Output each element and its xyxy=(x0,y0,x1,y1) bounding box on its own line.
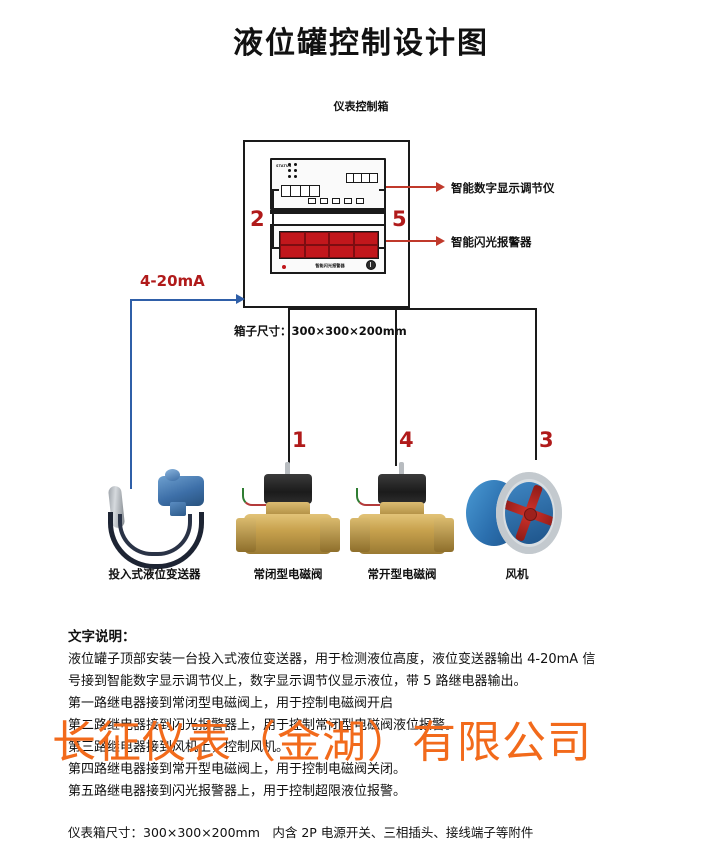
valve-coil-icon xyxy=(264,474,312,504)
device-number-1: 1 xyxy=(292,428,307,452)
valve-port-right-icon xyxy=(434,518,454,552)
alarm-window-cell xyxy=(353,245,378,258)
device-label-fan: 风机 xyxy=(505,567,529,581)
description-line: 第四路继电器接到常开型电磁阀上，用于控制电磁阀关闭。 xyxy=(68,762,407,777)
description-line: 第二路继电器接到闪光报警器上，用于控制常闭型电磁阀液位报警。 xyxy=(68,718,459,733)
digit-cell xyxy=(309,185,320,197)
valve-coil-icon xyxy=(378,474,426,504)
callout-arrow-1 xyxy=(436,182,445,192)
alarm-window-cell xyxy=(280,232,305,245)
valve-stem-icon xyxy=(399,462,404,476)
valve-lead-wire-icon xyxy=(242,488,270,506)
valve-lead-wire-icon xyxy=(356,488,384,506)
signal-arrow-icon xyxy=(236,294,245,304)
digit-cell xyxy=(369,173,378,183)
callout-label-flash-alarm: 智能闪光报警器 xyxy=(451,235,532,249)
bracket-right xyxy=(379,189,386,249)
digital-display-controller: STATUS xyxy=(270,158,386,214)
control-cabinet-caption: 仪表控制箱 xyxy=(333,100,389,113)
description-line: 号接到智能数字显示调节仪上，数字显示调节仪显示液位，带 5 路继电器输出。 xyxy=(68,674,527,689)
led-indicator xyxy=(294,163,297,166)
device-number-4: 4 xyxy=(399,428,414,452)
device-label-valve-no: 常开型电磁阀 xyxy=(367,567,437,581)
controller-button[interactable] xyxy=(356,198,364,204)
led-indicator xyxy=(288,169,291,172)
valve-port-left-icon xyxy=(236,518,256,552)
alarm-window-cell xyxy=(329,245,354,258)
alarm-window-cell xyxy=(304,245,329,258)
solenoid-valve-nc-icon xyxy=(236,462,340,562)
bracket-left xyxy=(272,189,279,249)
solenoid-valve-no-icon xyxy=(350,462,454,562)
alarm-window-cell xyxy=(353,232,378,245)
led-indicator xyxy=(288,163,291,166)
led-indicator-group xyxy=(288,163,299,180)
wire-to-fan-3 xyxy=(535,308,537,460)
alarm-window-cell xyxy=(329,232,354,245)
alarm-window-cell xyxy=(280,245,305,258)
controller-button[interactable] xyxy=(344,198,352,204)
signal-label-4-20ma: 4-20mA xyxy=(140,272,205,290)
lower-digit-display xyxy=(280,185,320,197)
alarm-brand-label: 智能闪光报警器 xyxy=(315,263,345,268)
alarm-window-grid xyxy=(279,231,379,259)
valve-stem-icon xyxy=(285,462,290,476)
wire-to-valve-1 xyxy=(288,308,290,466)
controller-button[interactable] xyxy=(332,198,340,204)
controller-button-row[interactable] xyxy=(308,198,364,204)
signal-line-vertical xyxy=(130,299,132,489)
controller-button[interactable] xyxy=(320,198,328,204)
valve-body-icon xyxy=(358,514,446,554)
description-footer: 仪表箱尺寸：300×300×200mm 内含 2P 电源开关、三相插头、接线端子… xyxy=(68,825,534,840)
device-label-valve-nc: 常闭型电磁阀 xyxy=(253,567,323,581)
page-title: 液位罐控制设计图 xyxy=(233,26,489,61)
level-transmitter-icon xyxy=(92,452,217,569)
description-line: 第一路继电器接到常闭型电磁阀上，用于控制电磁阀开启 xyxy=(68,696,394,711)
callout-label-digital-controller: 智能数字显示调节仪 xyxy=(451,181,555,195)
led-indicator xyxy=(294,169,297,172)
valve-port-left-icon xyxy=(350,518,370,552)
callout-number-2: 2 xyxy=(250,207,265,231)
valve-port-right-icon xyxy=(320,518,340,552)
signal-line-horizontal xyxy=(130,299,238,301)
description-line: 液位罐子顶部安装一台投入式液位变送器，用于检测液位高度，液位变送器输出 4-20… xyxy=(68,652,596,667)
alarm-lamp-icon xyxy=(282,264,286,269)
description-line: 第五路继电器接到闪光报警器上，用于控制超限液位报警。 xyxy=(68,784,407,799)
alarm-knob-icon[interactable] xyxy=(366,260,376,270)
controller-button[interactable] xyxy=(308,198,316,204)
description-block: 文字说明： 液位罐子顶部安装一台投入式液位变送器，用于检测液位高度，液位变送器输… xyxy=(68,626,683,803)
description-heading: 文字说明： xyxy=(68,629,136,645)
alarm-window-cell xyxy=(304,232,329,245)
bus-wire-horizontal xyxy=(288,308,536,310)
callout-lead-line-2 xyxy=(386,240,438,242)
valve-body-icon xyxy=(244,514,332,554)
wire-to-valve-4 xyxy=(395,308,397,466)
cabinet-size-label: 箱子尺寸：300×300×200mm xyxy=(234,324,407,338)
upper-digit-display xyxy=(345,173,378,183)
transmitter-head-icon xyxy=(158,469,204,516)
flash-alarm-annunciator: 智能闪光报警器 xyxy=(270,224,386,274)
callout-arrow-2 xyxy=(436,236,445,246)
led-indicator xyxy=(288,175,291,178)
led-indicator xyxy=(294,175,297,178)
callout-lead-line-1 xyxy=(386,186,438,188)
callout-number-5: 5 xyxy=(392,207,407,231)
device-label-level-transmitter: 投入式液位变送器 xyxy=(108,567,201,581)
fan-inner-icon xyxy=(505,482,553,544)
description-line: 第三路继电器接到风机上，控制风机。 xyxy=(68,740,290,755)
fan-hub-icon xyxy=(523,507,537,521)
status-label: STATUS xyxy=(276,164,292,168)
axial-fan-icon xyxy=(462,458,572,568)
device-number-3: 3 xyxy=(539,428,554,452)
